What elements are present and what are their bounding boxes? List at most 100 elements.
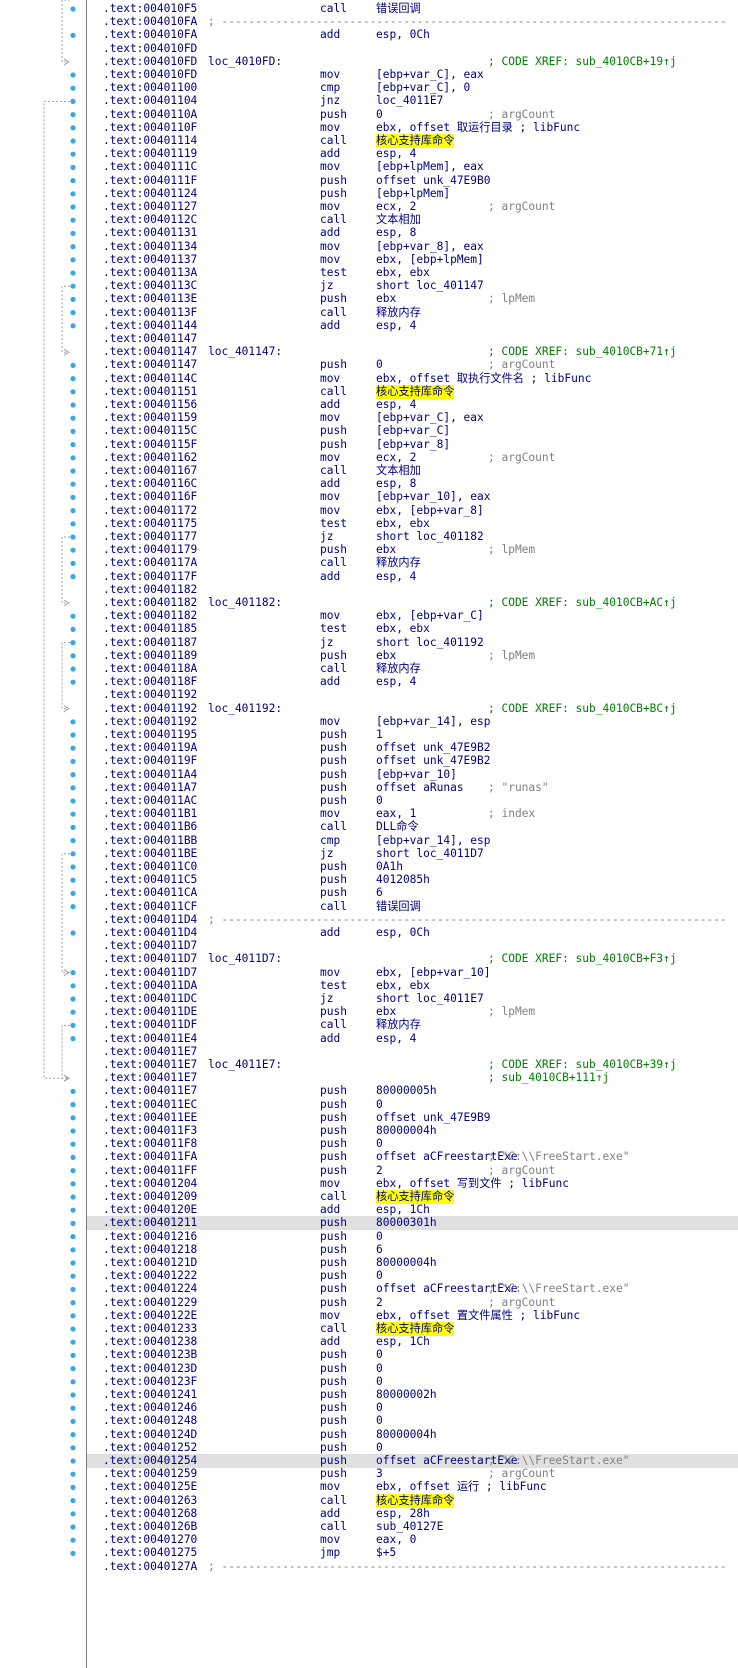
instruction-mnemonic[interactable]: add bbox=[320, 28, 341, 42]
line-address[interactable]: .text:00401248 bbox=[103, 1414, 198, 1428]
line-address[interactable]: .text:00401192 bbox=[103, 701, 198, 715]
line-address[interactable]: .text:00401189 bbox=[103, 648, 198, 662]
line-address[interactable]: .text:0040123D bbox=[103, 1361, 198, 1375]
instruction-mnemonic[interactable]: call bbox=[320, 556, 347, 570]
instruction-mnemonic[interactable]: push bbox=[320, 860, 347, 873]
instruction-operand[interactable]: 0 bbox=[376, 107, 383, 121]
instruction-mnemonic[interactable]: push bbox=[320, 424, 347, 438]
instruction-mnemonic[interactable]: call bbox=[320, 1190, 347, 1203]
instruction-operand[interactable]: [ebp+var_14], esp bbox=[376, 714, 491, 728]
instruction-operand[interactable]: offset unk_47E9B2 bbox=[376, 754, 491, 768]
instruction-mnemonic[interactable]: jz bbox=[320, 279, 334, 293]
instruction-operand[interactable]: ebx, [ebp+lpMem] bbox=[376, 252, 484, 266]
instruction-mnemonic[interactable]: mov bbox=[320, 239, 341, 253]
instruction-operand[interactable]: 0 bbox=[376, 1269, 383, 1283]
line-address[interactable]: .text:004011C0 bbox=[103, 860, 198, 873]
line-address[interactable]: .text:00401187 bbox=[103, 635, 198, 649]
listing-line[interactable]: .text:004011E7 bbox=[87, 1045, 738, 1059]
line-address[interactable]: .text:00401182 bbox=[103, 609, 198, 623]
line-address[interactable]: .text:004011BE bbox=[103, 846, 198, 860]
listing-line[interactable]: .text:004010FA; ------------------------… bbox=[87, 15, 738, 29]
instruction-operand[interactable]: [ebp+var_8], eax bbox=[376, 239, 484, 253]
line-address[interactable]: .text:0040113A bbox=[103, 266, 198, 279]
line-address[interactable]: .text:0040117A bbox=[103, 556, 198, 570]
instruction-mnemonic[interactable]: call bbox=[320, 213, 347, 227]
instruction-mnemonic[interactable]: mov bbox=[320, 450, 341, 464]
line-address[interactable]: .text:00401175 bbox=[103, 516, 198, 530]
instruction-mnemonic[interactable]: add bbox=[320, 1203, 341, 1217]
instruction-operand[interactable]: 6 bbox=[376, 886, 383, 900]
instruction-mnemonic[interactable]: push bbox=[320, 1084, 347, 1098]
line-address[interactable]: .text:0040123B bbox=[103, 1348, 198, 1362]
highlighted-operand[interactable]: 核心支持库命令 bbox=[376, 1190, 455, 1204]
instruction-operand[interactable]: esp, 28h bbox=[376, 1506, 430, 1520]
line-address[interactable]: .text:00401162 bbox=[103, 450, 198, 464]
instruction-operand[interactable]: short loc_401182 bbox=[376, 530, 484, 543]
line-address[interactable]: .text:0040111F bbox=[103, 173, 198, 187]
instruction-mnemonic[interactable]: push bbox=[320, 1348, 347, 1362]
line-address[interactable]: .text:004011E7 bbox=[103, 1058, 198, 1071]
line-address[interactable]: .text:00401204 bbox=[103, 1176, 198, 1190]
instruction-mnemonic[interactable]: add bbox=[320, 675, 341, 689]
instruction-operand[interactable]: 0 bbox=[376, 1440, 383, 1454]
instruction-operand[interactable]: esp, 4 bbox=[376, 1031, 417, 1045]
instruction-mnemonic[interactable]: push bbox=[320, 358, 347, 372]
line-address[interactable]: .text:0040120E bbox=[103, 1203, 198, 1217]
instruction-mnemonic[interactable]: push bbox=[320, 1005, 347, 1019]
line-address[interactable]: .text:00401209 bbox=[103, 1190, 198, 1203]
line-address[interactable]: .text:0040110F bbox=[103, 120, 198, 134]
line-address[interactable]: .text:004011B6 bbox=[103, 820, 198, 834]
instruction-operand[interactable]: ebx bbox=[376, 543, 397, 557]
code-label[interactable]: loc_4011E7: bbox=[208, 1058, 283, 1071]
instruction-mnemonic[interactable]: test bbox=[320, 516, 347, 530]
instruction-operand[interactable]: short loc_401192 bbox=[376, 635, 484, 649]
line-address[interactable]: .text:0040124D bbox=[103, 1427, 198, 1441]
line-address[interactable]: .text:00401159 bbox=[103, 411, 198, 425]
highlighted-operand[interactable]: 核心支持库命令 bbox=[376, 1493, 455, 1508]
instruction-operand[interactable]: 0 bbox=[376, 1137, 383, 1151]
instruction-operand[interactable]: ebx bbox=[376, 292, 397, 306]
instruction-operand[interactable]: esp, 1Ch bbox=[376, 1335, 430, 1349]
line-address[interactable]: .text:004011F3 bbox=[103, 1124, 198, 1137]
xref-comment[interactable]: ; CODE XREF: sub_4010CB+39↑j bbox=[488, 1058, 677, 1071]
line-address[interactable]: .text:004011BB bbox=[103, 833, 198, 847]
instruction-mnemonic[interactable]: push bbox=[320, 1427, 347, 1441]
instruction-mnemonic[interactable]: mov bbox=[320, 371, 341, 385]
instruction-operand[interactable]: eax, 1 bbox=[376, 807, 417, 821]
instruction-mnemonic[interactable]: push bbox=[320, 741, 347, 755]
instruction-operand[interactable]: eax, 0 bbox=[376, 1533, 417, 1547]
listing-line[interactable]: .text:004011D4; ------------------------… bbox=[87, 913, 738, 927]
line-address[interactable]: .text:0040115F bbox=[103, 437, 198, 451]
line-address[interactable]: .text:0040112C bbox=[103, 213, 198, 227]
instruction-mnemonic[interactable]: jz bbox=[320, 846, 334, 860]
instruction-mnemonic[interactable]: mov bbox=[320, 490, 341, 504]
instruction-mnemonic[interactable]: add bbox=[320, 1506, 341, 1520]
